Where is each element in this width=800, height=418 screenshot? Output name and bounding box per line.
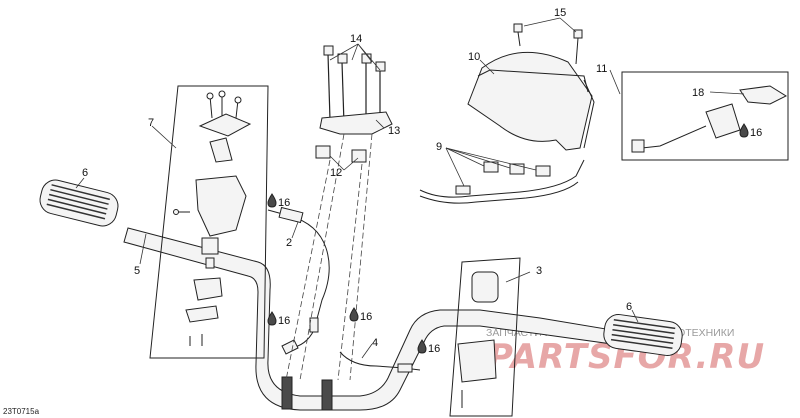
brake-cover [471,271,499,303]
brake-cable [339,351,421,373]
group-box-11 [621,71,789,161]
lube-label: 16 [278,315,290,327]
lube-label: 16 [360,311,372,323]
callout-5: 5 [134,265,140,277]
callout-11: 11 [596,63,607,75]
lube-drop-icon [267,193,277,208]
right-grip [603,314,683,356]
lube-drop-icon [267,311,277,326]
callout-13: 13 [388,125,400,137]
callout-12: 12 [330,167,342,179]
clamp-left [315,145,331,159]
lube-drop-icon [417,339,427,354]
image-code: 23T0715a [3,407,40,416]
wiring-harness [419,159,585,204]
lube-label: 16 [428,343,440,355]
ignition-key [739,85,788,105]
callout-6-right: 6 [626,301,632,313]
callout-4: 4 [372,337,378,349]
ignition-switch-group [621,71,789,161]
callout-numbers: 2 3 4 5 6 6 7 9 10 11 12 13 14 15 18 [82,7,704,349]
group-box-7 [149,85,269,359]
throttle-housing-group [149,85,269,359]
callout-15: 15 [554,7,566,19]
callout-9: 9 [436,141,442,153]
handlebar-marking-right [321,379,333,411]
callout-3: 3 [536,265,542,277]
housing-cover [198,113,252,137]
handlebar-marking-left [281,376,293,410]
group-box-3 [449,257,521,417]
brake-body [457,339,497,383]
callout-2: 2 [286,237,292,249]
leader-lines [75,17,745,359]
handlebar [123,227,613,411]
lube-label: 16 [750,127,762,139]
callout-7: 7 [148,117,154,129]
handlebar-riser-group [285,45,393,381]
throttle-housing [195,175,247,237]
left-grip [39,179,119,227]
lube-marks: 16 16 16 16 16 [267,123,762,355]
brake-assembly-group [449,257,521,417]
ignition-switch [705,103,741,139]
clamp-right [351,149,367,163]
lube-drop-icon [349,307,359,322]
lube-label: 16 [278,197,290,209]
callout-18: 18 [692,87,704,99]
upper-clamp [319,111,393,135]
callout-10: 10 [468,51,480,63]
lube-drop-icon [739,123,749,138]
throttle-cable [267,206,330,355]
callout-14: 14 [350,33,362,45]
callout-6-left: 6 [82,167,88,179]
headlight-cover [467,23,595,151]
